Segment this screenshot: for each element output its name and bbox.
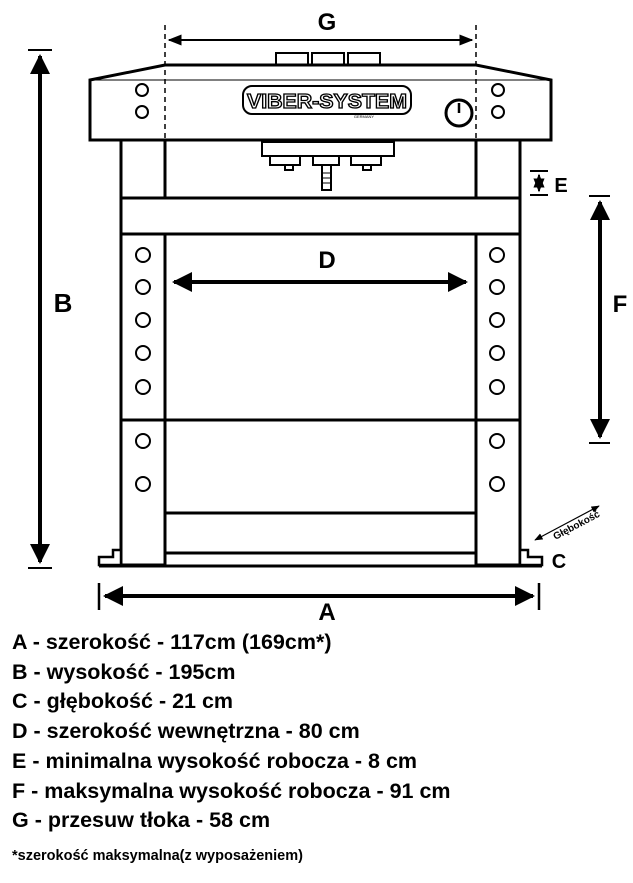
footnote: *szerokość maksymalna(z wyposażeniem) [12, 848, 303, 864]
dimension-e: E [530, 170, 568, 197]
brand-logo: VIBER-SYSTEM GERMANY [242, 85, 412, 119]
label-g: G [318, 9, 337, 36]
dimension-c: Głębokość C [534, 505, 603, 573]
brand-name: VIBER-SYSTEM [247, 91, 407, 113]
legend-item-f: F - maksymalna wysokość robocza - 91 cm [12, 778, 451, 803]
pressure-gauge-icon [444, 98, 474, 128]
dimension-a: A [97, 583, 541, 620]
piston-assembly [261, 141, 395, 191]
legend-item-g: G - przesuw tłoka - 58 cm [12, 808, 271, 833]
brand-sub: GERMANY [354, 114, 375, 119]
base-feet [97, 548, 544, 568]
dimension-legend: A - szerokość - 117cm (169cm*) B - wysok… [12, 628, 627, 836]
legend-item-a: A - szerokość - 117cm (169cm*) [12, 630, 332, 654]
label-e: E [554, 175, 567, 197]
dimension-d: D [172, 247, 468, 292]
label-a: A [318, 599, 335, 620]
top-beam-edge-left [89, 64, 166, 81]
post-holes [135, 247, 505, 492]
label-d: D [318, 247, 335, 274]
legend-item-e: E - minimalna wysokość robocza - 8 cm [12, 748, 418, 773]
press-diagram: VIBER-SYSTEM GERMANY [28, 9, 628, 620]
legend-item-b: B - wysokość - 195cm [12, 659, 236, 684]
dimension-g: G [164, 9, 477, 140]
label-depth: Głębokość [552, 509, 603, 543]
top-beam-edge-right [475, 64, 552, 81]
legend-item-d: D - szerokość wewnętrzna - 80 cm [12, 719, 360, 744]
label-f: F [613, 291, 628, 318]
cross-beams [119, 196, 522, 555]
label-c: C [552, 551, 566, 573]
dimension-f: F [589, 195, 628, 444]
label-b: B [54, 288, 73, 318]
top-beam-holes [135, 83, 505, 119]
cylinder-caps [275, 52, 381, 67]
legend-item-c: C - głębokość - 21 cm [12, 689, 234, 714]
dimension-b: B [28, 49, 73, 569]
